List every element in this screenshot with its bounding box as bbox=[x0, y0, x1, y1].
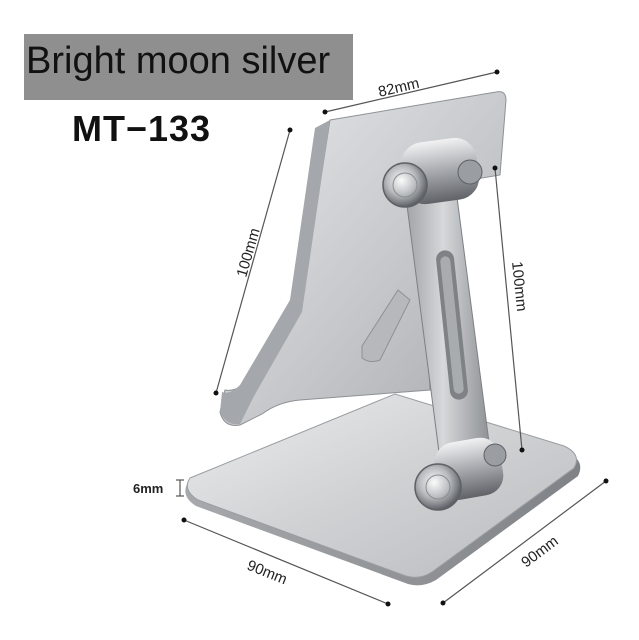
back-height-label: 100mm bbox=[234, 226, 264, 279]
bottom-hinge bbox=[414, 437, 507, 511]
base-width-label: 90mm bbox=[518, 533, 562, 572]
color-name-banner: Bright moon silver bbox=[24, 34, 353, 100]
model-code: MT−133 bbox=[72, 108, 212, 149]
top-hinge bbox=[382, 137, 483, 208]
dimension-arm-height: 100mm bbox=[492, 165, 530, 453]
top-width-label: 82mm bbox=[377, 75, 421, 101]
dimension-base-thickness: 6mm bbox=[133, 479, 184, 497]
arm-height-label: 100mm bbox=[508, 261, 530, 313]
support-arm bbox=[404, 181, 491, 461]
base-thickness-label: 6mm bbox=[133, 481, 163, 496]
base-depth-label: 90mm bbox=[245, 557, 290, 588]
